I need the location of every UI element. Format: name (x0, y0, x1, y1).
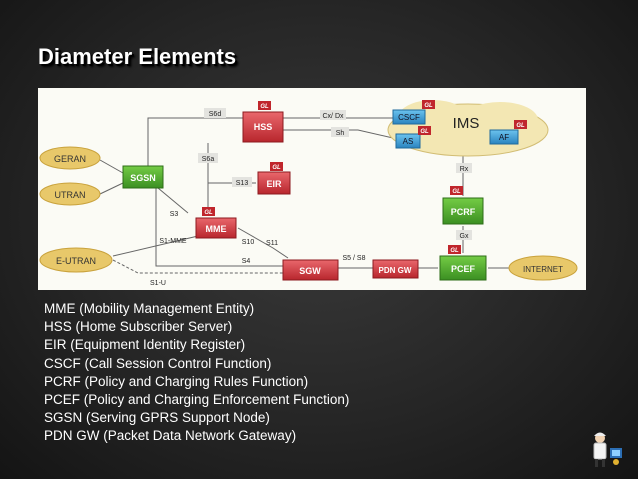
sgw-label: SGW (299, 266, 321, 276)
definition-mme: MME (Mobility Management Entity) (44, 301, 255, 316)
mme-label: MME (206, 224, 227, 234)
gl-badge-as (418, 126, 431, 135)
gl-badge-hss-label: GL (260, 104, 269, 110)
definition-cscf: CSCF (Call Session Control Function) (44, 355, 272, 371)
hss-label: HSS (254, 122, 273, 132)
iface-s5s8: S5 / S8 (343, 255, 366, 262)
eir-node: EIR (257, 171, 291, 195)
pdngw-node: PDN GW (372, 259, 419, 279)
pcrf-label: PCRF (451, 207, 476, 217)
hss-node: HSS (242, 111, 284, 143)
gl-badge-cscf-label: GL (424, 103, 433, 109)
gl-badge-pcrf (450, 186, 463, 195)
sgsn-node: SGSN (122, 165, 164, 189)
link-s4 (155, 183, 283, 267)
iface-s6a: S6a (202, 156, 215, 163)
pcef-node: PCEF (439, 255, 487, 281)
cscf-label: CSCF (398, 113, 420, 122)
as-label: AS (403, 137, 414, 146)
iface-sh: Sh (336, 130, 345, 137)
iface-gx: Gx (460, 233, 469, 240)
internet-cloud: INTERNET (508, 255, 578, 281)
iface-cxdx: Cx/ Dx (323, 113, 345, 120)
gl-badge-cscf (422, 100, 435, 109)
link-utran-sgsn (99, 182, 124, 195)
pcef-label: PCEF (451, 264, 476, 274)
gl-badge-pcef-label: GL (450, 248, 459, 254)
iface-s4: S4 (242, 258, 251, 265)
iface-s6d: S6d (209, 111, 222, 118)
iface-s13: S13 (236, 180, 249, 187)
iface-s1u: S1-U (150, 280, 166, 287)
iface-s1mme: S1-MME (159, 238, 187, 245)
mme-node: MME (195, 217, 237, 239)
utran-cloud: UTRAN (39, 182, 101, 206)
utran-label: UTRAN (55, 190, 86, 200)
link-s6d (147, 117, 243, 166)
gl-badge-mme-label: GL (204, 210, 213, 216)
pdngw-label: PDN GW (379, 266, 412, 275)
link-sh (283, 129, 394, 139)
gl-badge-pcrf-label: GL (452, 189, 461, 195)
link-s11 (237, 227, 289, 259)
sgsn-label: SGSN (130, 173, 156, 183)
geran-label: GERAN (54, 154, 86, 164)
iface-s3: S3 (170, 211, 179, 218)
cscf-node: CSCF (392, 109, 426, 125)
iface-rx: Rx (460, 166, 469, 173)
af-label: AF (499, 133, 509, 142)
eir-label: EIR (266, 179, 282, 189)
af-node: AF (489, 129, 519, 145)
gl-badge-eir (270, 162, 283, 171)
slide-title: Diameter Elements (38, 44, 237, 69)
definition-hss: HSS (Home Subscriber Server) (44, 319, 233, 335)
as-node: AS (395, 133, 421, 149)
internet-label: INTERNET (523, 265, 563, 274)
eutran-label: E-UTRAN (56, 256, 96, 266)
ims-label: IMS (453, 115, 480, 132)
geran-cloud: GERAN (39, 146, 101, 170)
gl-badge-mme (202, 207, 215, 216)
diameter-architecture-diagram: GERAN UTRAN E-UTRAN INTERNET IMS CSCF AS… (38, 88, 586, 290)
gl-badge-hss (258, 101, 271, 110)
definition-sgsn: SGSN (Serving GPRS Support Node) (44, 410, 270, 426)
acronym-definitions: MME (Mobility Management Entity) HSS (Ho… (44, 300, 349, 446)
sgw-node: SGW (282, 259, 339, 281)
link-s3 (157, 187, 189, 214)
gl-badge-pcef (448, 245, 461, 254)
iface-s11: S11 (266, 240, 278, 247)
definition-pcef: PCEF (Policy and Charging Enforcement Fu… (44, 392, 350, 408)
scientist-mascot-icon (586, 430, 626, 470)
eutran-cloud: E-UTRAN (39, 247, 113, 273)
gl-badge-af-label: GL (516, 123, 525, 129)
definition-pdngw: PDN GW (Packet Data Network Gateway) (44, 428, 297, 444)
iface-s10: S10 (242, 239, 255, 246)
gl-badge-as-label: GL (420, 129, 429, 135)
gl-badge-af (514, 120, 527, 129)
pcrf-node: PCRF (442, 197, 484, 225)
definition-eir: EIR (Equipment Identity Register) (44, 337, 246, 353)
definition-pcrf: PCRF (Policy and Charging Rules Function… (44, 373, 309, 389)
link-geran-sgsn (99, 159, 124, 174)
gl-badge-eir-label: GL (272, 165, 281, 171)
